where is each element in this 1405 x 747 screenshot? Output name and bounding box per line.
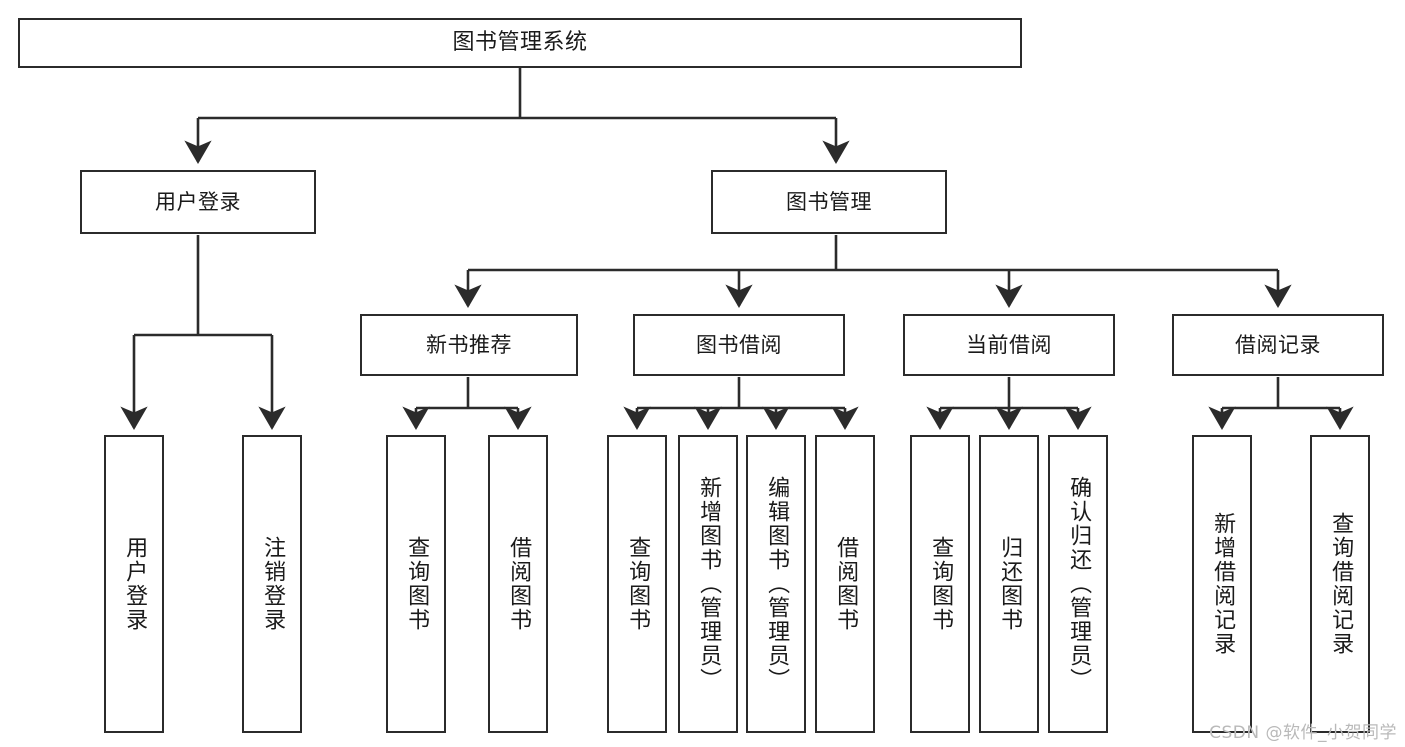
node-leaf-add-book-admin[interactable]: 新增图书（管理员） <box>678 435 738 733</box>
node-leaf-return-book-label: 归还图书 <box>997 536 1023 632</box>
node-book-borrow-label: 图书借阅 <box>696 332 782 357</box>
node-leaf-query-book-3[interactable]: 查询图书 <box>910 435 970 733</box>
node-user-login-label: 用户登录 <box>155 189 241 214</box>
node-leaf-borrow-book-1-label: 借阅图书 <box>506 536 532 632</box>
node-leaf-query-book-1-label: 查询图书 <box>404 536 430 632</box>
node-root-label: 图书管理系统 <box>452 30 588 56</box>
node-borrow-record[interactable]: 借阅记录 <box>1172 314 1384 376</box>
node-borrow-record-label: 借阅记录 <box>1235 332 1321 357</box>
node-leaf-user-login[interactable]: 用户登录 <box>104 435 164 733</box>
node-new-book-rec[interactable]: 新书推荐 <box>360 314 578 376</box>
node-leaf-query-book-3-label: 查询图书 <box>928 536 954 632</box>
node-leaf-query-book-2[interactable]: 查询图书 <box>607 435 667 733</box>
node-root[interactable]: 图书管理系统 <box>18 18 1022 68</box>
node-book-borrow[interactable]: 图书借阅 <box>633 314 845 376</box>
csdn-watermark: CSDN @软件_小贺同学 <box>1209 723 1397 743</box>
node-leaf-edit-book-admin-label: 编辑图书（管理员） <box>764 476 790 692</box>
node-book-manage[interactable]: 图书管理 <box>711 170 947 234</box>
node-current-borrow[interactable]: 当前借阅 <box>903 314 1115 376</box>
node-leaf-confirm-return-admin[interactable]: 确认归还（管理员） <box>1048 435 1108 733</box>
node-leaf-confirm-return-admin-label: 确认归还（管理员） <box>1066 476 1092 692</box>
node-current-borrow-label: 当前借阅 <box>966 332 1052 357</box>
node-leaf-borrow-book-2[interactable]: 借阅图书 <box>815 435 875 733</box>
node-leaf-query-book-2-label: 查询图书 <box>625 536 651 632</box>
node-leaf-return-book[interactable]: 归还图书 <box>979 435 1039 733</box>
node-new-book-rec-label: 新书推荐 <box>426 332 512 357</box>
node-leaf-query-book-1[interactable]: 查询图书 <box>386 435 446 733</box>
node-leaf-add-record[interactable]: 新增借阅记录 <box>1192 435 1252 733</box>
node-leaf-add-book-admin-label: 新增图书（管理员） <box>696 476 722 692</box>
node-leaf-query-record[interactable]: 查询借阅记录 <box>1310 435 1370 733</box>
node-leaf-logout[interactable]: 注销登录 <box>242 435 302 733</box>
node-leaf-user-login-label: 用户登录 <box>122 536 148 632</box>
node-leaf-logout-label: 注销登录 <box>260 536 286 632</box>
node-leaf-query-record-label: 查询借阅记录 <box>1328 512 1354 656</box>
node-leaf-borrow-book-1[interactable]: 借阅图书 <box>488 435 548 733</box>
node-leaf-borrow-book-2-label: 借阅图书 <box>833 536 859 632</box>
node-leaf-add-record-label: 新增借阅记录 <box>1210 512 1236 656</box>
node-user-login[interactable]: 用户登录 <box>80 170 316 234</box>
node-book-manage-label: 图书管理 <box>786 189 872 214</box>
node-leaf-edit-book-admin[interactable]: 编辑图书（管理员） <box>746 435 806 733</box>
